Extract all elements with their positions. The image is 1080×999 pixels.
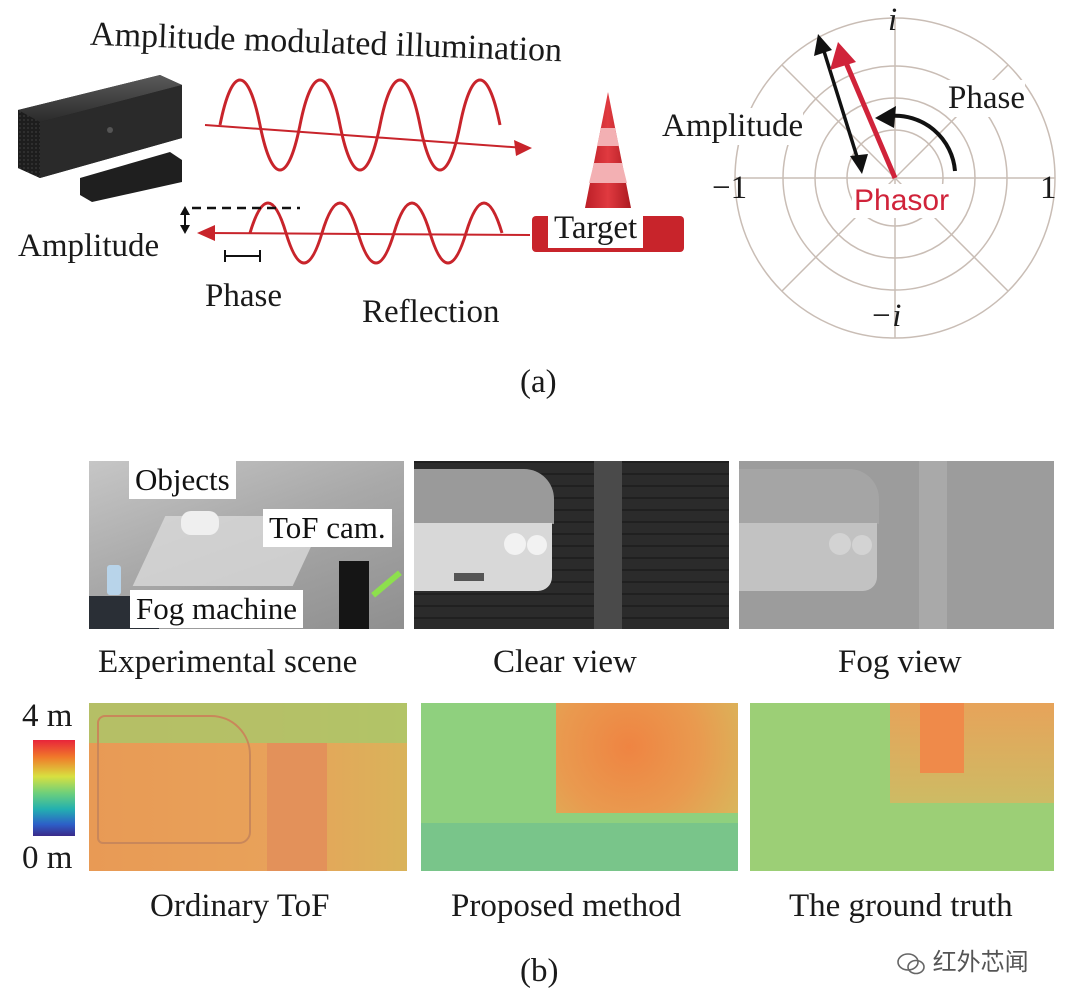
car-hood (414, 469, 554, 524)
car-depth-outline (97, 715, 251, 844)
caption-fog-view: Fog view (838, 644, 962, 680)
target-label: Target (548, 208, 644, 248)
phasor-axis-left: −1 (712, 170, 748, 206)
phasor-axis-right: 1 (1040, 170, 1057, 206)
amplitude-label: Amplitude (18, 228, 160, 264)
phasor-axis-top: i (888, 2, 898, 38)
phase-arc (889, 113, 957, 172)
colorbar-min-label: 0 m (22, 840, 73, 876)
phase-label: Phase (205, 278, 282, 314)
reflection-arrow (204, 232, 531, 236)
fog-view-image (739, 461, 1054, 629)
colorbar-max-label: 4 m (22, 698, 73, 734)
amplitude-arrow (821, 47, 860, 161)
outgoing-wave (218, 78, 502, 172)
tof-camera-rig (339, 561, 369, 629)
panel-b-caption: (b) (520, 953, 559, 989)
phasor-amplitude-label: Amplitude (662, 108, 804, 145)
tof-camera-icon (18, 75, 182, 202)
wechat-icon (896, 952, 926, 976)
outgoing-arrow (204, 124, 526, 149)
reflection-wave (248, 201, 504, 265)
phasor-diagram (734, 17, 1056, 339)
proposed-method-depth-map (421, 703, 738, 871)
caption-proposed-method: Proposed method (451, 888, 682, 924)
toy-car (181, 511, 219, 535)
phasor-phase-label: Phase (948, 80, 1025, 117)
caption-clear-view: Clear view (493, 644, 637, 680)
watermark-text: 红外芯闻 (932, 949, 1029, 976)
phasor-arrow (841, 57, 898, 179)
panel-a-caption: (a) (520, 364, 557, 400)
phasor-axis-bottom: −i (870, 298, 902, 334)
watermark: 红外芯闻 (896, 942, 1029, 977)
caption-experimental-scene: Experimental scene (98, 644, 358, 680)
caption-ground-truth: The ground truth (789, 888, 1013, 924)
green-cable (371, 570, 402, 598)
illumination-title: Amplitude modulated illumination (89, 15, 563, 70)
label-fog-machine: Fog machine (130, 590, 303, 628)
reflection-label: Reflection (362, 294, 500, 330)
wave-diagram (180, 78, 532, 265)
ordinary-tof-depth-map (89, 703, 407, 871)
water-bottle (107, 565, 121, 595)
outgoing-arrowhead (514, 140, 532, 156)
reflection-arrowhead (197, 225, 215, 241)
label-tof-cam: ToF cam. (263, 509, 392, 547)
phasor-label: Phasor (852, 184, 952, 218)
caption-ordinary-tof: Ordinary ToF (150, 888, 330, 924)
label-objects: Objects (129, 461, 236, 499)
ground-truth-depth-map (750, 703, 1054, 871)
depth-colorbar (33, 740, 75, 836)
clear-view-image (414, 461, 729, 629)
panel-a: Amplitude modulated illumination Amplitu… (0, 0, 1080, 420)
